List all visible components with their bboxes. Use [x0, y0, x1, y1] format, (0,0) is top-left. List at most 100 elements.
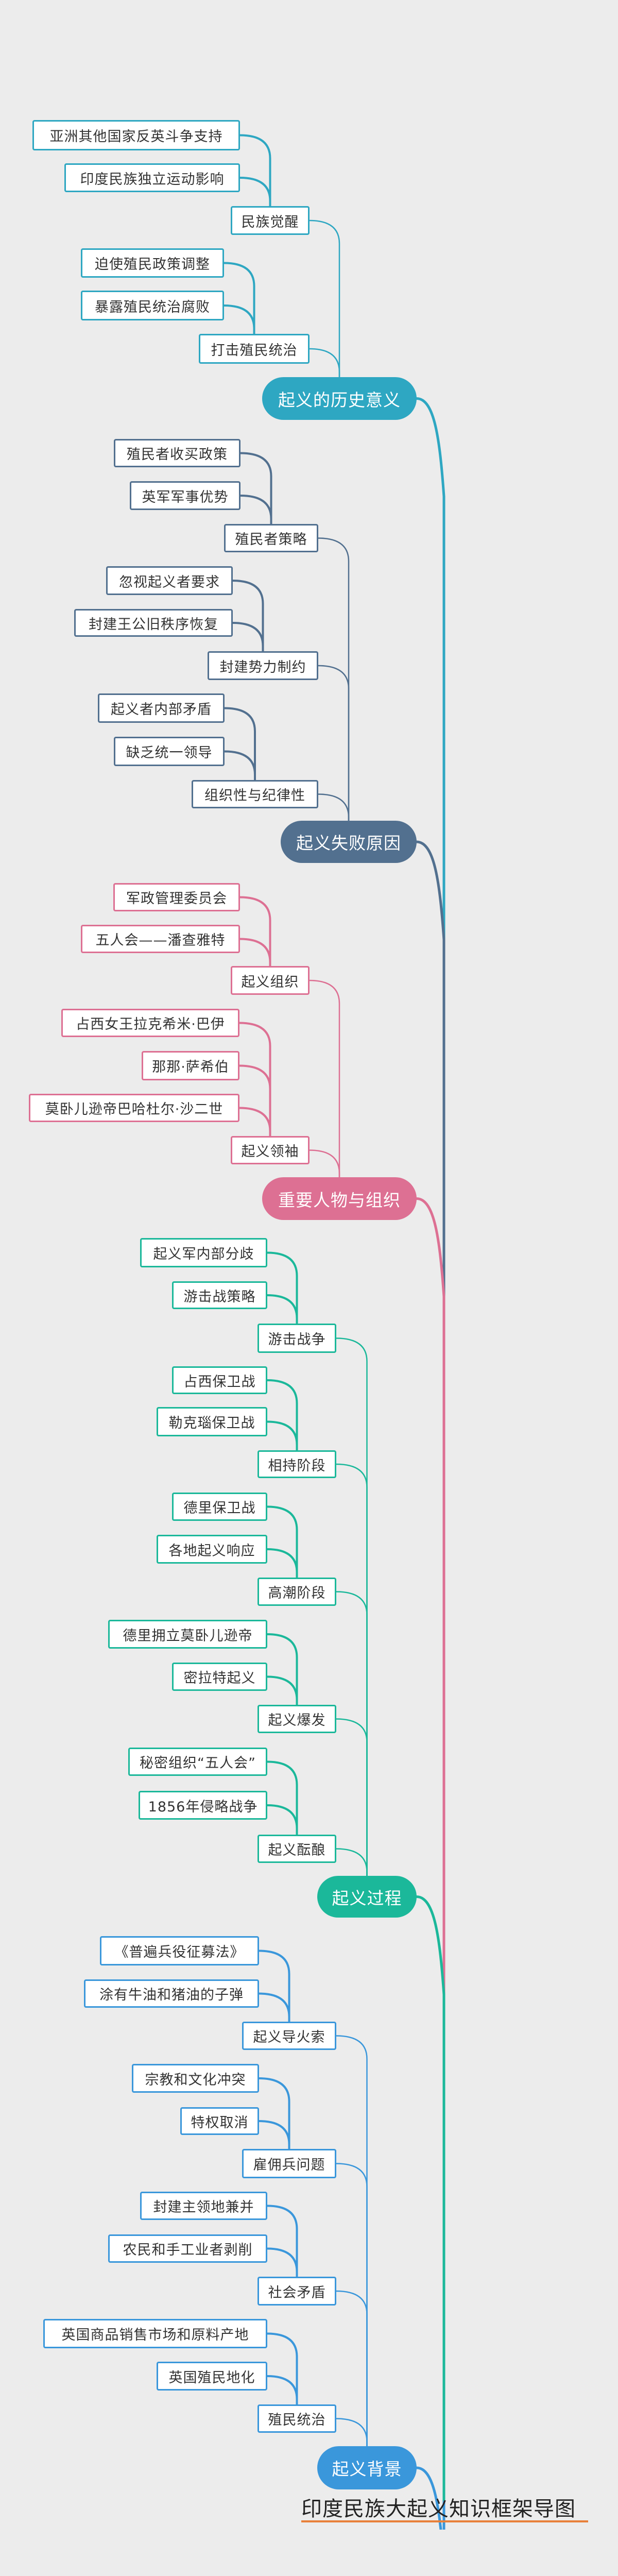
- topic-node[interactable]: 起义领袖: [231, 1136, 310, 1164]
- subtopic-connector: [266, 2247, 298, 2278]
- branch-node[interactable]: 起义的历史意义: [262, 377, 417, 420]
- subtopic-node[interactable]: 各地起义响应: [157, 1535, 267, 1564]
- topic-connector: [335, 2290, 368, 2447]
- subtopic-connector: [266, 1294, 298, 1325]
- topic-node[interactable]: 雇佣兵问题: [242, 2149, 336, 2178]
- topic-connector: [335, 1591, 368, 1877]
- subtopic-node[interactable]: 殖民者收买政策: [114, 439, 241, 467]
- topic-node[interactable]: 起义导火索: [242, 2022, 336, 2050]
- topic-connector: [308, 348, 340, 378]
- subtopic-node[interactable]: 起义军内部分歧: [140, 1238, 267, 1267]
- subtopic-connector: [224, 707, 256, 781]
- subtopic-node[interactable]: 秘密组织“五人会”: [128, 1748, 267, 1776]
- subtopic-connector: [239, 177, 271, 207]
- topic-connector: [335, 1463, 368, 1877]
- subtopic-node[interactable]: 农民和手工业者剥削: [108, 2234, 267, 2263]
- branch-node[interactable]: 起义过程: [317, 1876, 417, 1918]
- subtopic-node[interactable]: 暴露殖民统治腐败: [81, 291, 224, 320]
- subtopic-connector: [258, 1992, 290, 2023]
- topic-connector: [335, 2035, 368, 2447]
- topic-connector: [317, 665, 350, 822]
- subtopic-connector: [266, 1251, 298, 1325]
- subtopic-node[interactable]: 涂有牛油和猪油的子弹: [84, 1979, 259, 2008]
- subtopic-node[interactable]: 特权取消: [180, 2107, 259, 2135]
- branch-node[interactable]: 起义背景: [317, 2446, 417, 2489]
- subtopic-node[interactable]: 封建王公旧秩序恢复: [74, 609, 233, 637]
- topic-connector: [308, 219, 340, 378]
- branch-connector: [415, 397, 445, 2503]
- subtopic-node[interactable]: 宗教和文化冲突: [132, 2064, 259, 2093]
- branch-connector: [415, 840, 445, 2503]
- subtopic-connector: [223, 304, 255, 335]
- subtopic-node[interactable]: 五人会——潘查雅特: [81, 925, 240, 953]
- subtopic-node[interactable]: 密拉特起义: [172, 1663, 267, 1691]
- subtopic-node[interactable]: 游击战策略: [172, 1281, 267, 1309]
- subtopic-node[interactable]: 英国商品销售市场和原料产地: [43, 2319, 267, 2348]
- subtopic-node[interactable]: 军政管理委员会: [113, 883, 240, 911]
- subtopic-connector: [239, 495, 272, 525]
- subtopic-connector: [266, 1675, 298, 1706]
- topic-connector: [308, 979, 340, 1178]
- subtopic-connector: [266, 1505, 298, 1579]
- topic-node[interactable]: 起义爆发: [258, 1705, 336, 1733]
- subtopic-connector: [232, 580, 264, 652]
- subtopic-connector: [266, 2332, 298, 2405]
- topic-node[interactable]: 高潮阶段: [258, 1578, 336, 1606]
- topic-node[interactable]: 游击战争: [258, 1324, 336, 1353]
- topic-connector: [317, 537, 350, 822]
- subtopic-connector: [266, 1633, 298, 1706]
- subtopic-node[interactable]: 德里拥立莫卧儿逊帝: [108, 1620, 267, 1649]
- subtopic-connector: [239, 134, 271, 207]
- subtopic-connector: [266, 1804, 298, 1836]
- subtopic-connector: [266, 1760, 298, 1836]
- topic-node[interactable]: 相持阶段: [258, 1450, 336, 1478]
- subtopic-node[interactable]: 亚洲其他国家反英斗争支持: [32, 120, 240, 150]
- subtopic-node[interactable]: 占西女王拉克希米·巴伊: [61, 1009, 239, 1037]
- subtopic-node[interactable]: 占西保卫战: [172, 1366, 267, 1394]
- subtopic-node[interactable]: 莫卧儿逊帝巴哈杜尔·沙二世: [29, 1094, 239, 1122]
- subtopic-node[interactable]: 缺乏统一领导: [114, 737, 225, 766]
- topic-node[interactable]: 社会矛盾: [258, 2277, 336, 2306]
- branch-node[interactable]: 起义失败原因: [281, 821, 417, 863]
- topic-node[interactable]: 组织性与纪律性: [192, 780, 318, 808]
- subtopic-node[interactable]: 起义者内部矛盾: [98, 693, 225, 723]
- subtopic-connector: [266, 2205, 298, 2278]
- branch-connector: [415, 1197, 445, 2503]
- topic-connector: [335, 1337, 368, 1877]
- subtopic-connector: [224, 750, 256, 781]
- topic-connector: [335, 1848, 368, 1877]
- subtopic-connector: [239, 896, 271, 967]
- topic-node[interactable]: 民族觉醒: [231, 206, 310, 235]
- subtopic-connector: [258, 1950, 290, 2023]
- subtopic-node[interactable]: 英军军事优势: [130, 481, 241, 510]
- subtopic-node[interactable]: 勒克瑙保卫战: [157, 1407, 267, 1436]
- topic-node[interactable]: 起义组织: [231, 966, 310, 995]
- subtopic-node[interactable]: 德里保卫战: [172, 1493, 267, 1521]
- root-title[interactable]: 印度民族大起义知识框架导图: [301, 2498, 588, 2522]
- subtopic-connector: [266, 1420, 298, 1451]
- topic-node[interactable]: 殖民统治: [258, 2404, 336, 2433]
- subtopic-node[interactable]: 1856年侵略战争: [139, 1791, 267, 1820]
- subtopic-connector: [239, 938, 271, 967]
- subtopic-connector: [232, 622, 264, 652]
- subtopic-node[interactable]: 那那·萨希伯: [142, 1051, 239, 1080]
- subtopic-node[interactable]: 英国殖民地化: [157, 2362, 267, 2391]
- subtopic-node[interactable]: 迫使殖民政策调整: [81, 248, 224, 278]
- topic-node[interactable]: 殖民者策略: [224, 524, 318, 552]
- topic-connector: [308, 1149, 340, 1178]
- subtopic-node[interactable]: 封建主领地兼并: [140, 2192, 267, 2220]
- subtopic-connector: [238, 1022, 271, 1137]
- branch-connector: [415, 2466, 445, 2530]
- branch-connector: [415, 1895, 445, 2503]
- topic-node[interactable]: 封建势力制约: [208, 651, 318, 680]
- topic-node[interactable]: 打击殖民统治: [199, 334, 310, 364]
- subtopic-connector: [238, 1107, 271, 1137]
- subtopic-connector: [258, 2077, 290, 2150]
- branch-node[interactable]: 重要人物与组织: [262, 1177, 417, 1220]
- subtopic-node[interactable]: 《普遍兵役征募法》: [100, 1936, 259, 1965]
- subtopic-node[interactable]: 忽视起义者要求: [106, 566, 233, 595]
- topic-node[interactable]: 起义酝酿: [258, 1835, 336, 1863]
- subtopic-connector: [266, 2375, 298, 2405]
- subtopic-node[interactable]: 印度民族独立运动影响: [64, 163, 240, 192]
